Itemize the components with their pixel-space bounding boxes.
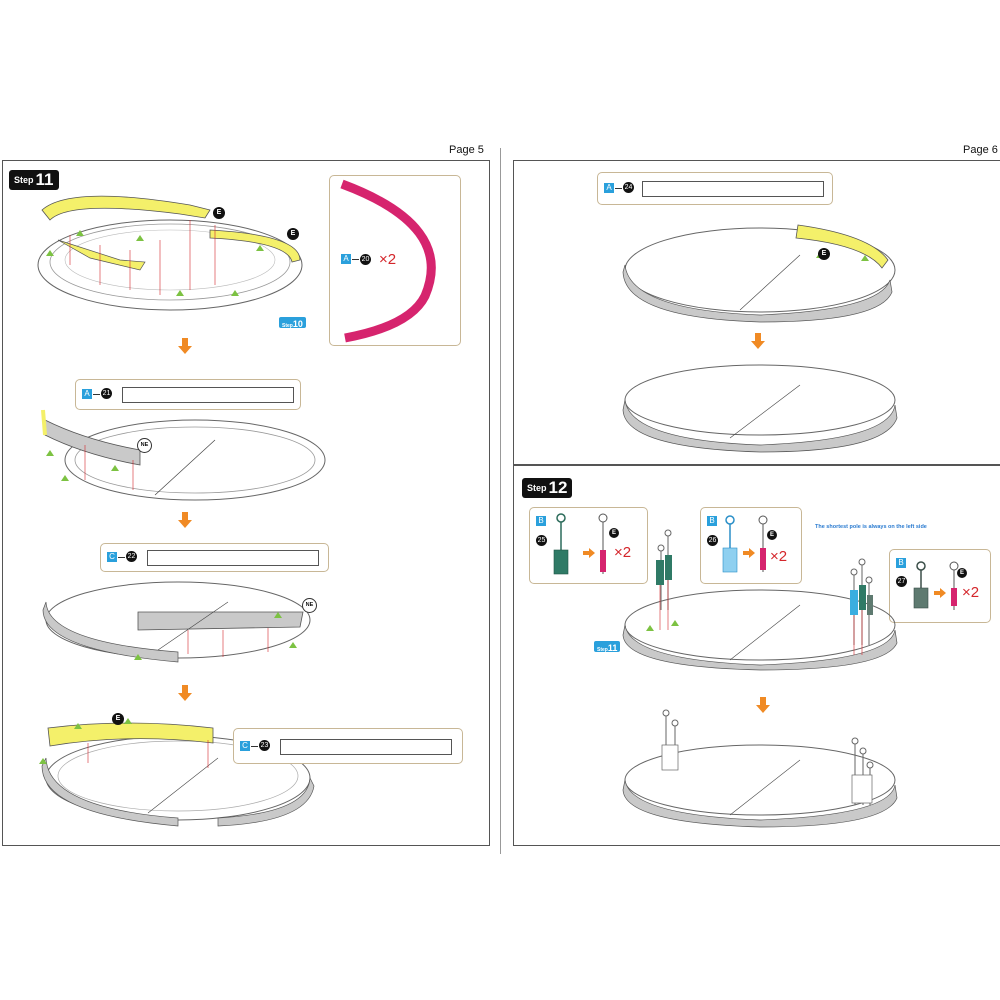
marker-e-2: E <box>287 228 299 240</box>
letter-tag: A <box>604 183 614 193</box>
pole-piece-26 <box>722 515 738 573</box>
part-number: 25 <box>536 535 547 546</box>
part-number: 24 <box>623 182 634 193</box>
quantity: ×2 <box>962 584 980 601</box>
marker-e-3: E <box>112 713 124 725</box>
ref-step-num: 11 <box>607 643 618 653</box>
page-number-right: Page 6 <box>963 144 998 156</box>
callout-part-24: A 24 <box>597 172 833 205</box>
arrow-down-4 <box>751 333 765 349</box>
callout-part-22: C 22 <box>100 543 329 572</box>
ref-step-num: 10 <box>292 319 303 329</box>
marker-e: E <box>957 568 967 578</box>
shortest-pole-note: The shortest pole is always on the left … <box>815 524 927 530</box>
quantity: ×2 <box>614 544 632 561</box>
part-number: 20 <box>360 254 371 265</box>
dash <box>615 188 622 189</box>
quantity: ×2 <box>770 548 788 565</box>
callout-part-25: B 25 E ×2 <box>529 507 648 584</box>
part-number: 21 <box>101 388 112 399</box>
page6-diagram-1 <box>622 224 896 323</box>
pole-formed-25 <box>598 513 608 574</box>
step-word: Step <box>14 175 34 185</box>
page-6-top-panel <box>513 160 1000 465</box>
letter-tag: A <box>82 389 92 399</box>
part-number: 22 <box>126 551 137 562</box>
marker-e-1: E <box>213 207 225 219</box>
step-number: 11 <box>35 170 54 189</box>
callout-part-27: B 27 E ×2 <box>889 549 991 623</box>
letter-tag: B <box>896 558 906 568</box>
marker-ne-1: NE <box>137 438 152 453</box>
letter-tag: A <box>341 254 351 264</box>
quantity: ×2 <box>379 251 397 268</box>
orange-arrow-right <box>934 588 946 598</box>
dash <box>251 746 258 747</box>
marker-e: E <box>609 528 619 538</box>
orange-arrow-right <box>583 548 595 558</box>
pole-piece-27 <box>913 561 929 609</box>
step12-diagram-2 <box>622 709 898 828</box>
orange-arrow-right <box>743 548 755 558</box>
dash <box>352 259 359 260</box>
pole-piece-25 <box>553 513 569 575</box>
part-number: 23 <box>259 740 270 751</box>
page-number-left: Page 5 <box>449 144 484 156</box>
ref-step-10-tag: Step10 <box>279 317 306 329</box>
letter-tag: B <box>536 516 546 526</box>
pole-formed-27 <box>949 561 959 610</box>
step11-diagram-1 <box>37 195 303 311</box>
callout-part-23: C 23 <box>233 728 463 764</box>
strip-piece <box>147 550 319 566</box>
step11-diagram-2 <box>41 409 326 501</box>
part-number: 26 <box>707 535 718 546</box>
page-divider <box>500 148 501 854</box>
callout-part-26: B 26 E ×2 <box>700 507 802 584</box>
marker-e: E <box>767 530 777 540</box>
step-word: Step <box>527 483 547 493</box>
magenta-arc-piece <box>340 179 436 343</box>
callout-part-20: A 20 ×2 <box>329 175 461 346</box>
arrow-down-5 <box>756 697 770 713</box>
page6-diagram-2 <box>622 364 898 453</box>
arrow-down-1 <box>178 338 192 354</box>
dash <box>118 557 125 558</box>
arrow-down-2 <box>178 512 192 528</box>
letter-tag: C <box>240 741 250 751</box>
letter-tag: C <box>107 552 117 562</box>
ref-step-word: Step <box>282 323 293 329</box>
strip-piece <box>642 181 824 197</box>
step11-diagram-3 <box>42 581 311 663</box>
marker-e-4: E <box>818 248 830 260</box>
dash <box>93 394 100 395</box>
strip-piece <box>122 387 294 403</box>
part-number: 27 <box>896 576 907 587</box>
pole-formed-26 <box>758 515 768 572</box>
marker-ne-2: NE <box>302 598 317 613</box>
step11-diagram-4 <box>39 718 315 827</box>
ref-step-word: Step <box>597 647 608 653</box>
callout-part-21: A 21 <box>75 379 301 410</box>
step12-diagram-1 <box>622 529 898 671</box>
arrow-down-3 <box>178 685 192 701</box>
strip-piece <box>280 739 452 755</box>
letter-tag: B <box>707 516 717 526</box>
ref-step-11-tag: Step11 <box>594 641 621 653</box>
step-number: 12 <box>548 478 568 497</box>
